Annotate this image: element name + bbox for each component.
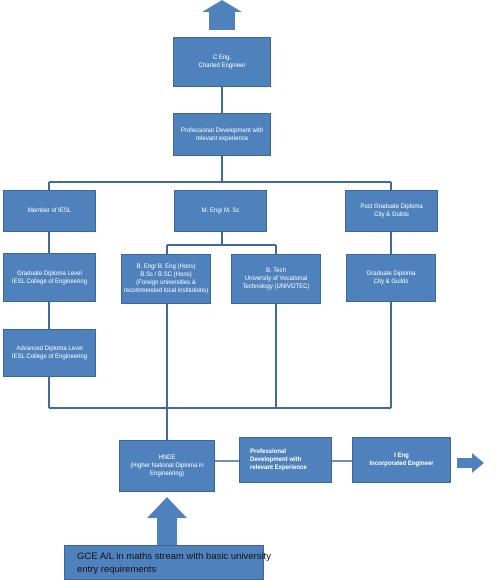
- btech-line-1: B. Tech: [266, 268, 286, 274]
- ceng-line-1: C Eng.: [212, 55, 232, 61]
- advdip-line-1: Advanced Diploma Level: [16, 346, 83, 352]
- graduate-diploma-cg-box: Graduate Diploma City & Guilds: [346, 254, 436, 302]
- profdev-top-line-2: relevant experience: [195, 135, 249, 142]
- professional-development-bottom-box: Professional Development with relevant E…: [239, 437, 332, 483]
- pg-diploma-box: Post Graduate Diploma City & Guilds: [345, 190, 438, 232]
- ieng-line-2: Incorporated Engineer: [369, 461, 434, 467]
- up-arrow-bottom-icon: [147, 497, 187, 545]
- member-iesl-box: Member of IESL: [3, 190, 96, 232]
- beng-bsc-line-1: B. Eng/ B. Eng (Hons): [136, 264, 196, 270]
- beng-bsc-box: B. Eng/ B. Eng (Hons) B.Sc / B.SC (Hons)…: [121, 254, 211, 304]
- hnde-line-1: HNDE: [158, 455, 176, 461]
- ceng-box: C Eng. Charted Engineer: [173, 37, 271, 87]
- graddip-cg-line-2: City & Guilds: [373, 279, 409, 285]
- advanced-diploma-box: Advanced Diploma Level IESL College of E…: [3, 329, 96, 377]
- pg-diploma-line-1: Post Graduate Diploma: [360, 204, 423, 210]
- advdip-line-2: IESL College of Engineering: [11, 354, 88, 360]
- graddip-iesl-line-2: IESL College of Engineering: [11, 278, 88, 285]
- hnde-line-2: (Higher National Diploma in: [130, 463, 204, 469]
- hnde-box: HNDE (Higher National Diploma in Enginee…: [119, 440, 215, 492]
- graddip-iesl-line-1: Graduate Diploma Level: [17, 270, 82, 277]
- gce-line-2: entry requirements: [77, 563, 157, 575]
- btech-box: B. Tech University of Vocational Technol…: [231, 254, 321, 304]
- graddip-cg-line-1: Graduate Diploma: [366, 271, 416, 277]
- ceng-line-2: Charted Engineer: [198, 63, 246, 69]
- btech-line-2: University of Vocational: [244, 276, 308, 282]
- beng-bsc-line-2: B.Sc / B.SC (Hons): [140, 272, 192, 278]
- btech-line-3: Technology (UNIVOTEC): [242, 284, 310, 290]
- graduate-diploma-iesl-box: Graduate Diploma Level IESL College of E…: [3, 253, 96, 302]
- profdev-bottom-line-1: Professional: [250, 449, 287, 455]
- meng-msc-line-1: M. Eng/ M. Sc: [201, 208, 240, 214]
- profdev-top-line-1: Professional Development with: [180, 127, 264, 134]
- ieng-box: I Eng Incorporated Engineer: [352, 437, 451, 483]
- professional-development-top-box: Professional Development with relevant e…: [173, 113, 271, 156]
- right-arrow-icon: [457, 453, 484, 473]
- gce-al-box: GCE A/L in maths stream with basic unive…: [64, 545, 271, 580]
- pg-diploma-line-2: City & Guilds: [374, 212, 409, 218]
- gce-line-1: GCE A/L in maths stream with basic unive…: [77, 550, 271, 562]
- beng-bsc-line-3: (Foreign universities &: [136, 280, 196, 286]
- meng-msc-box: M. Eng/ M. Sc: [174, 190, 267, 232]
- profdev-bottom-line-2: Development with: [250, 457, 302, 463]
- ieng-line-1: I Eng: [394, 453, 409, 459]
- beng-bsc-line-4: recommended local institutions): [123, 288, 209, 294]
- member-iesl-line-1: Member of IESL: [27, 208, 72, 214]
- profdev-bottom-line-3: relevant Experience: [250, 465, 307, 471]
- hnde-line-3: Engineering): [149, 471, 185, 477]
- up-arrow-top-icon: [202, 0, 242, 30]
